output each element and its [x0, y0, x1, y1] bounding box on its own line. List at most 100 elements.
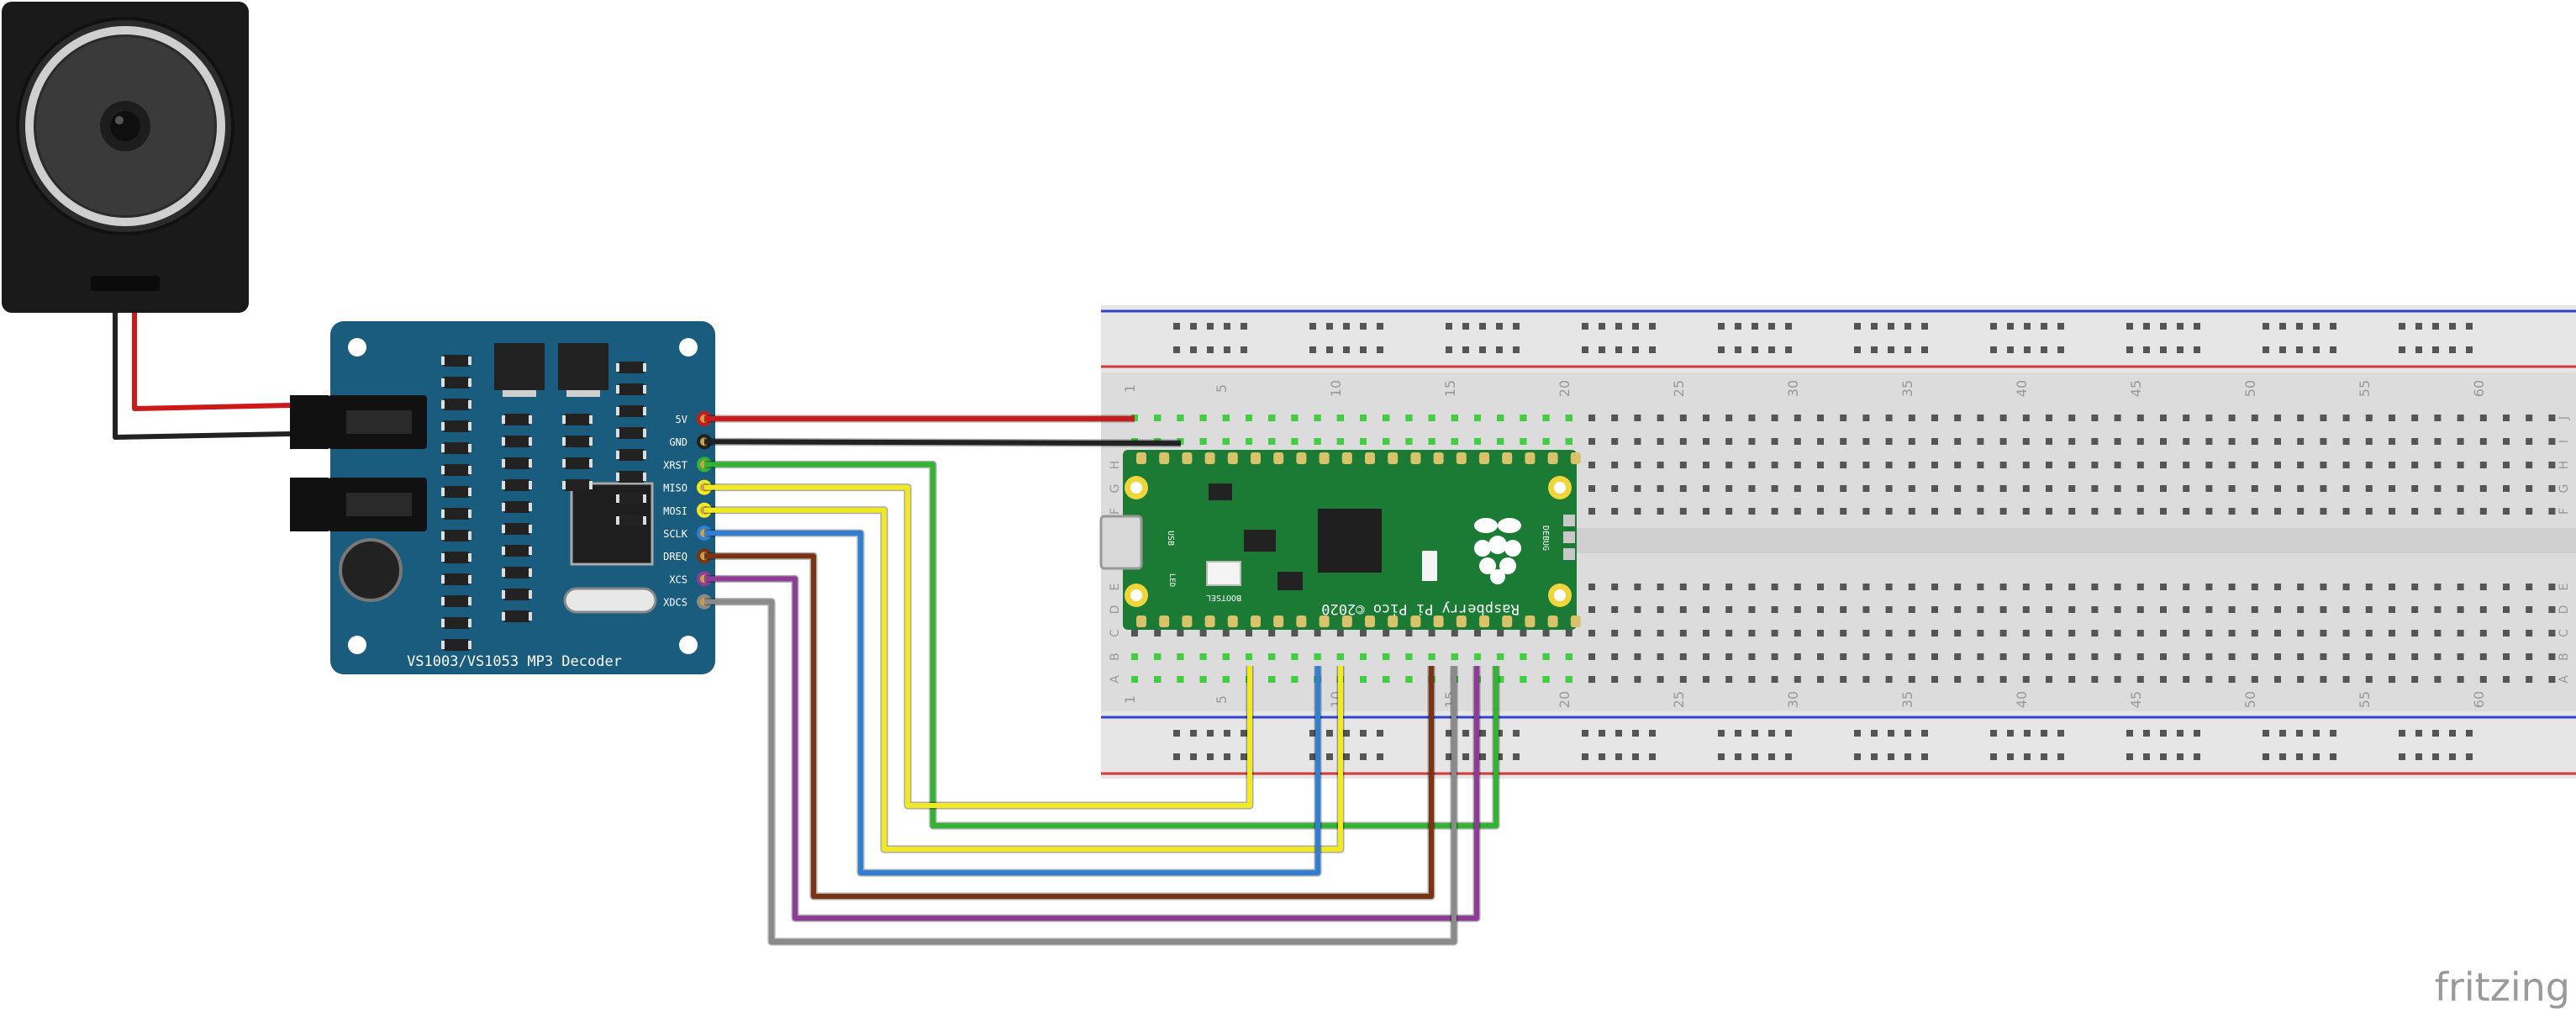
breadboard-hole — [2434, 508, 2442, 515]
breadboard-hole — [2320, 508, 2327, 515]
rail-hole — [2160, 346, 2167, 353]
rail-hole — [1921, 346, 1928, 353]
rail-hole — [2263, 323, 2269, 330]
breadboard-hole — [2046, 676, 2052, 683]
breadboard-hole — [1931, 485, 1938, 492]
breadboard-hole-active — [1291, 653, 1299, 660]
breadboard-hole — [2479, 415, 2487, 421]
breadboard-hole-active — [1268, 438, 1276, 445]
breadboard-hole — [2274, 415, 2281, 421]
breadboard-hole-active — [1154, 653, 1162, 660]
breadboard-hole — [1588, 485, 1595, 492]
rail-hole — [1735, 730, 1741, 737]
pico-pads — [1136, 452, 1581, 627]
breadboard-hole — [2297, 584, 2305, 590]
breadboard-hole-active — [1222, 676, 1230, 683]
breadboard-hole — [2228, 606, 2236, 613]
breadboard-hole — [2503, 508, 2510, 515]
breadboard-hole — [2251, 438, 2258, 445]
bootsel-button[interactable] — [1206, 561, 1241, 586]
breadboard-hole — [2503, 485, 2510, 492]
breadboard-hole — [2068, 676, 2076, 683]
breadboard-hole — [1931, 462, 1938, 468]
voltage-regulator — [494, 343, 545, 390]
rail-hole — [1871, 730, 1878, 737]
smd-part — [444, 595, 469, 607]
breadboard-hole — [1657, 508, 1664, 515]
pico-pad — [1227, 615, 1238, 627]
breadboard-hole — [2365, 462, 2373, 468]
breadboard-hole — [1840, 508, 1847, 515]
pico-pad — [1365, 452, 1375, 464]
breadboard-hole — [2411, 606, 2419, 613]
pico-pad — [1273, 452, 1284, 464]
rail-hole — [1871, 346, 1878, 353]
rail-hole — [2313, 753, 2320, 760]
breadboard-hole-active — [1360, 438, 1367, 445]
breadboard-hole — [1794, 508, 1801, 515]
rail-hole — [1377, 730, 1383, 737]
breadboard-hole — [2091, 630, 2099, 637]
smd-part — [619, 515, 644, 526]
breadboard-hole — [1679, 508, 1687, 515]
breadboard-hole — [2068, 415, 2076, 421]
breadboard-hole — [2342, 462, 2350, 468]
speaker-wires — [113, 313, 291, 440]
breadboard-hole — [2503, 630, 2510, 637]
rail-hole — [2466, 346, 2473, 353]
breadboard-hole — [2548, 438, 2556, 445]
breadboard-hole — [2434, 606, 2442, 613]
rail-hole — [1785, 323, 1792, 330]
rail-hole — [1241, 323, 1247, 330]
breadboard-hole — [1725, 438, 1733, 445]
row-letter: D — [2558, 605, 2571, 615]
rail-hole — [1513, 323, 1520, 330]
rail-hole — [2432, 753, 2439, 760]
breadboard-hole — [2114, 462, 2121, 468]
rail-hole — [2057, 346, 2064, 353]
rail-hole — [1632, 730, 1639, 737]
breadboard-hole — [1794, 462, 1801, 468]
breadboard-hole — [2205, 584, 2213, 590]
dreq-wire — [704, 553, 1434, 899]
rail-hole — [2007, 323, 2014, 330]
breadboard-hole-active — [1428, 653, 1436, 660]
rail-hole — [2279, 323, 2286, 330]
rail-hole — [2177, 753, 2184, 760]
breadboard-hole — [2091, 676, 2099, 683]
fritzing-watermark: fritzing — [2435, 964, 2570, 1009]
mosi-wire — [704, 507, 1343, 852]
column-number: 45 — [2128, 380, 2144, 397]
breadboard-hole — [1999, 462, 2007, 468]
breadboard-hole — [1725, 676, 1733, 683]
xdcs-wire — [704, 599, 1457, 944]
breadboard-hole — [1931, 676, 1938, 683]
smd-part — [619, 449, 644, 461]
breadboard-hole — [2503, 606, 2510, 613]
breadboard-hole — [2548, 485, 2556, 492]
breadboard-hole — [1794, 653, 1801, 660]
rail-hole — [1990, 730, 1997, 737]
breadboard-hole — [1954, 485, 1962, 492]
rail-hole — [2177, 323, 2184, 330]
breadboard-hole — [2205, 508, 2213, 515]
breadboard-hole — [1817, 438, 1824, 445]
breadboard-hole-active — [1268, 676, 1276, 683]
breadboard-hole — [2274, 485, 2281, 492]
pico-pad — [1410, 615, 1421, 627]
pico-pad — [1388, 452, 1399, 464]
breadboard-hole — [1954, 676, 1962, 683]
breadboard-hole — [1725, 584, 1733, 590]
breadboard-hole — [2114, 438, 2121, 445]
breadboard-hole — [2526, 485, 2533, 492]
breadboard-hole — [2548, 584, 2556, 590]
breadboard-hole — [2160, 438, 2167, 445]
breadboard-hole — [2457, 653, 2464, 660]
rail-hole — [1735, 753, 1741, 760]
breadboard-hole-active — [1542, 415, 1550, 421]
breadboard-hole — [1634, 584, 1641, 590]
breadboard-hole — [2068, 653, 2076, 660]
rail-hole — [1173, 753, 1180, 760]
signal-wires — [703, 415, 1500, 946]
